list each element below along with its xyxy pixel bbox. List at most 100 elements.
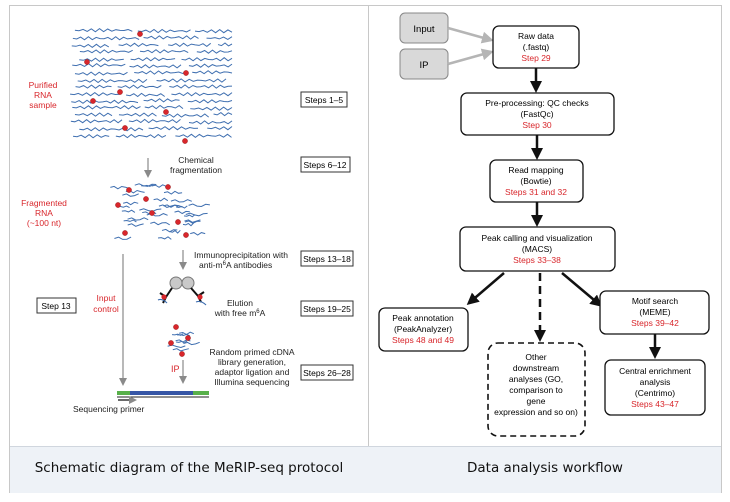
ip-rna-cluster xyxy=(167,324,200,357)
rna-strand xyxy=(143,98,180,103)
svg-text:(MACS): (MACS) xyxy=(522,244,552,254)
rna-strand xyxy=(72,105,141,110)
step-13-box: Step 13 xyxy=(36,297,77,314)
antibody-beads xyxy=(157,276,207,306)
svg-text:Steps 13–18: Steps 13–18 xyxy=(303,254,351,264)
rna-strand xyxy=(153,197,169,202)
svg-text:Raw data: Raw data xyxy=(518,31,554,41)
m6a-site xyxy=(185,335,191,341)
rna-strand xyxy=(72,62,126,68)
svg-text:Steps 19–25: Steps 19–25 xyxy=(303,304,351,314)
rna-strand xyxy=(123,201,139,206)
sequencing-primer-label: Sequencing primer xyxy=(73,404,145,414)
rna-strand xyxy=(70,118,123,124)
svg-text:Motif search: Motif search xyxy=(632,296,679,306)
sequencing-read xyxy=(117,391,209,404)
svg-text:(MEME): (MEME) xyxy=(639,307,670,317)
rna-strand xyxy=(79,127,144,132)
svg-text:gene: gene xyxy=(527,396,546,406)
rna-strand xyxy=(213,111,233,117)
m6a-site xyxy=(122,125,128,131)
m6a-site xyxy=(117,89,123,95)
rna-strand xyxy=(172,348,189,352)
m6a-site xyxy=(163,109,169,115)
input-control-label: Input control xyxy=(93,293,119,314)
svg-text:fragmentation: fragmentation xyxy=(170,165,222,175)
rna-strand xyxy=(181,57,233,62)
rna-strand xyxy=(206,36,233,40)
svg-text:Random primed cDNA: Random primed cDNA xyxy=(209,347,294,357)
panel-divider xyxy=(368,5,369,493)
svg-text:sample: sample xyxy=(29,100,57,110)
svg-text:(Centrimo): (Centrimo) xyxy=(635,388,675,398)
rna-strand xyxy=(122,193,139,197)
central-enrichment-box: Central enrichment analysis (Centrimo) S… xyxy=(604,359,706,416)
svg-text:analyses (GO,: analyses (GO, xyxy=(509,374,563,384)
steps-1-5-box: Steps 1–5 xyxy=(300,91,348,108)
input-box: Input xyxy=(399,12,449,44)
other-analyses-box: Other downstream analyses (GO, compariso… xyxy=(487,342,586,437)
rna-strand xyxy=(137,28,191,34)
rna-strand xyxy=(144,104,184,110)
rna-strand xyxy=(183,214,196,218)
rna-strand xyxy=(161,228,178,233)
svg-text:(PeakAnalyzer): (PeakAnalyzer) xyxy=(394,324,452,334)
rna-strand xyxy=(190,232,206,236)
m6a-site xyxy=(115,202,121,208)
rna-strand xyxy=(188,63,233,68)
rna-strand xyxy=(110,185,130,190)
rna-strand xyxy=(175,133,232,139)
rna-strand xyxy=(170,199,192,203)
ip-label-red: IP xyxy=(171,364,180,374)
rna-strand xyxy=(177,333,191,337)
rna-strand xyxy=(163,204,183,208)
rna-strand xyxy=(188,120,233,125)
steps-26-28-box: Steps 26–28 xyxy=(300,364,354,381)
chemical-fragmentation-label: Chemical fragmentation xyxy=(170,155,222,175)
svg-text:(Bowtie): (Bowtie) xyxy=(520,176,551,186)
svg-text:Steps 39–42: Steps 39–42 xyxy=(631,318,679,328)
rna-strand xyxy=(127,223,144,227)
svg-text:Steps 33–38: Steps 33–38 xyxy=(513,255,561,265)
svg-text:Pre-processing: QC checks: Pre-processing: QC checks xyxy=(485,98,588,108)
svg-text:Chemical: Chemical xyxy=(178,155,214,165)
input-to-raw-arrow xyxy=(447,26,494,44)
svg-text:(FastQc): (FastQc) xyxy=(520,109,553,119)
rna-strand xyxy=(77,78,148,84)
elution-label: Elution with free m6A xyxy=(214,298,266,318)
rna-strand xyxy=(157,236,172,240)
rna-strand xyxy=(171,91,233,97)
svg-text:Input: Input xyxy=(97,293,117,303)
rna-strand xyxy=(72,36,140,41)
rna-strand xyxy=(127,217,149,221)
rna-strand xyxy=(71,99,139,105)
svg-text:Input: Input xyxy=(413,24,434,35)
peak-calling-box: Peak calling and visualization (MACS) St… xyxy=(459,226,616,272)
svg-text:Elution: Elution xyxy=(227,298,253,308)
rna-strand xyxy=(174,210,190,215)
purified-rna-label: Purified RNA sample xyxy=(29,80,58,110)
svg-text:control: control xyxy=(93,304,119,314)
rna-strand xyxy=(123,219,137,223)
rna-strand xyxy=(115,133,167,139)
svg-text:Read mapping: Read mapping xyxy=(508,165,564,175)
m6a-site xyxy=(149,210,155,216)
rna-strand xyxy=(188,203,210,208)
rna-strand xyxy=(207,126,233,131)
rna-strand xyxy=(156,78,227,83)
svg-text:Step 30: Step 30 xyxy=(522,120,552,130)
svg-text:Steps 43–47: Steps 43–47 xyxy=(631,399,679,409)
rna-strand xyxy=(117,84,162,89)
steps-13-18-box: Steps 13–18 xyxy=(300,250,354,267)
rna-strand xyxy=(134,70,188,75)
immunoprecipitation-label: Immunoprecipitation with anti-m6A antibo… xyxy=(194,250,288,270)
svg-text:Steps 6–12: Steps 6–12 xyxy=(303,160,346,170)
m6a-site xyxy=(173,324,179,330)
purified-rna-cluster xyxy=(70,27,233,144)
peak-to-annotation-arrow xyxy=(466,272,505,305)
qc-box: Pre-processing: QC checks (FastQc) Step … xyxy=(460,92,615,136)
raw-data-box: Raw data (.fastq) Step 29 xyxy=(492,25,580,69)
rna-strand xyxy=(190,106,233,111)
rna-strand xyxy=(169,229,181,234)
